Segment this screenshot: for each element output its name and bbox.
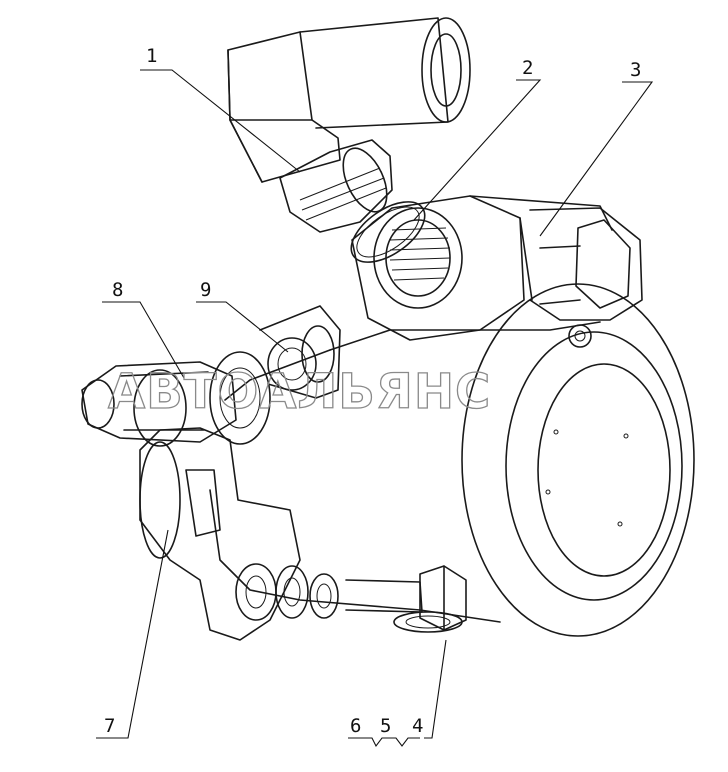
leader-lines	[96, 69, 654, 748]
callout-9: 9	[200, 279, 211, 301]
callout-6: 6	[350, 715, 361, 737]
leader-2	[413, 79, 542, 221]
callout-2: 2	[522, 57, 533, 79]
leader-3	[539, 81, 654, 237]
part-8-elbow-fitting	[81, 351, 271, 447]
leader-7	[96, 529, 169, 739]
callout-5: 5	[380, 715, 391, 737]
callout-3: 3	[630, 59, 641, 81]
leader-6-5	[348, 737, 420, 748]
parts-4-5-6-bolt-washers	[275, 565, 467, 633]
leader-1	[140, 69, 301, 173]
leader-9	[196, 301, 289, 353]
leader-8	[102, 301, 185, 379]
callout-labels: 1 2 3 4 5 6 7 8 9	[104, 45, 641, 737]
watermark-text: АВТОАЛЬЯНС	[108, 364, 491, 420]
callout-1: 1	[146, 45, 157, 67]
part-2-o-ring	[350, 201, 426, 263]
callout-7: 7	[104, 715, 115, 737]
pump-housing	[209, 283, 695, 637]
part-7-mounting-flange	[139, 427, 301, 641]
part-9-sealing-washer	[259, 305, 341, 399]
leader-4	[424, 639, 447, 739]
part-3-bracket	[529, 207, 643, 321]
callout-8: 8	[112, 279, 123, 301]
callout-4: 4	[412, 715, 423, 737]
part-1-pressure-switch	[227, 17, 471, 233]
pump-port-boss	[351, 195, 613, 341]
